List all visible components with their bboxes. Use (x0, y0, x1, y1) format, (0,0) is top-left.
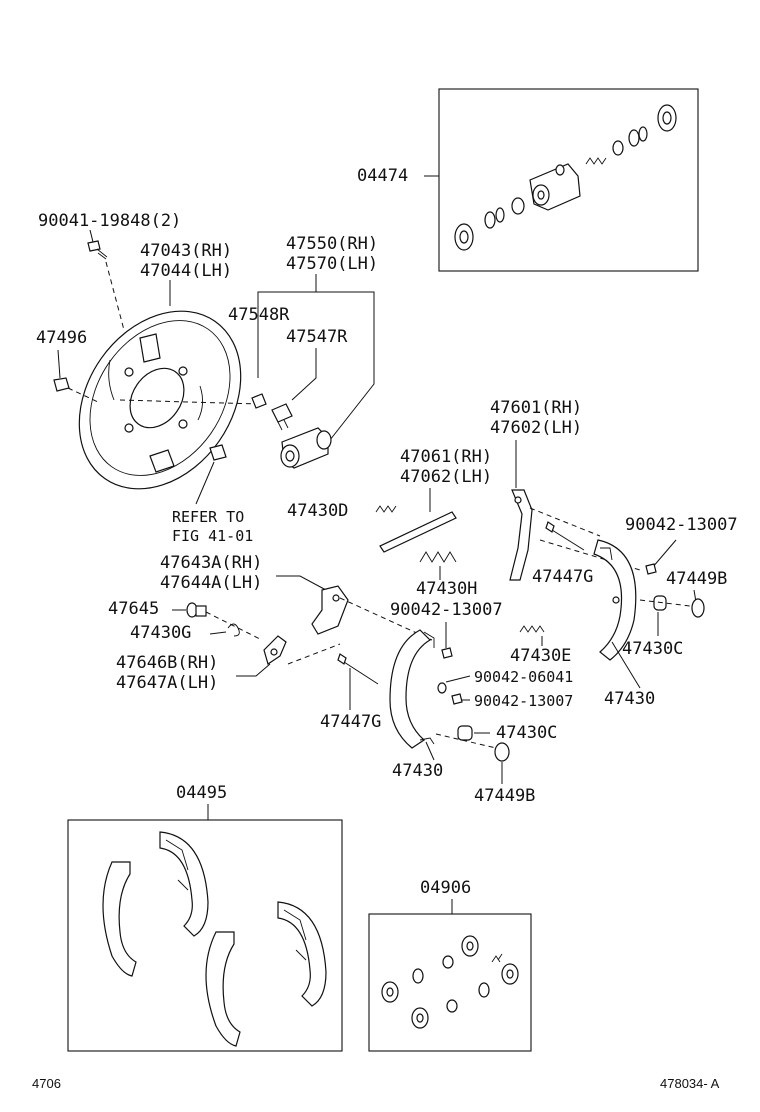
label-refer-1: REFER TO (172, 508, 244, 526)
clip-mid-icon (441, 647, 453, 659)
adjuster-lever-icon (311, 585, 349, 635)
nut-icon (209, 444, 227, 461)
label-spring-e: 47430E (510, 646, 571, 666)
cup-left-icon (494, 742, 510, 762)
label-washer: 90042-06041 (474, 668, 573, 686)
repair-kit-box (368, 913, 532, 1052)
label-cylinder-rh: 47550(RH) (286, 234, 378, 254)
label-plate-lh: 47044(LH) (140, 261, 232, 281)
label-strut-rh: 47061(RH) (400, 447, 492, 467)
plug-47548r-icon (251, 393, 267, 409)
label-bleeder: 47547R (286, 327, 348, 347)
strut-icon (379, 511, 457, 553)
cup-right-icon (691, 598, 705, 618)
label-clip-low: 90042-13007 (474, 692, 573, 710)
shoe-right-icon (593, 539, 637, 661)
label-clip-mid: 90042-13007 (390, 600, 503, 620)
label-pin-right: 47447G (532, 567, 593, 587)
label-spring-g: 47430G (130, 623, 191, 643)
spring-g-icon (227, 623, 240, 637)
parking-lever-icon (509, 489, 533, 581)
label-plate-rh: 47043(RH) (140, 241, 232, 261)
footer-page-code: 4706 (32, 1076, 61, 1091)
label-cylinder-lh: 47570(LH) (286, 254, 378, 274)
shoe-left-icon (389, 629, 435, 749)
pin-right-icon (545, 521, 585, 551)
kit-cylinder-parts (454, 104, 677, 251)
cable-pin-icon (263, 635, 287, 665)
label-spring-c-right: 47430C (622, 639, 683, 659)
spring-h-icon (419, 551, 457, 563)
label-clip-right: 90042-13007 (625, 515, 738, 535)
clip-low-icon (451, 693, 463, 705)
pin-left-icon (337, 653, 379, 685)
label-spring-d: 47430D (287, 501, 348, 521)
label-cable-pin-lh: 47647A(LH) (116, 673, 218, 693)
spring-c-right-icon (653, 595, 667, 611)
label-screw: 47645 (108, 599, 159, 619)
shoe-kit-box (67, 819, 343, 1052)
footer-figure-code: 478034- A (660, 1076, 720, 1091)
label-refer-2: FIG 41-01 (172, 527, 253, 545)
label-pin-left: 47447G (320, 712, 381, 732)
label-shoe-right: 47430 (604, 689, 655, 709)
label-cup-left: 47449B (474, 786, 535, 806)
spring-e-icon (519, 625, 545, 633)
label-shoe-left: 47430 (392, 761, 443, 781)
label-adjuster-rh: 47643A(RH) (160, 553, 262, 573)
label-spring-c-left: 47430C (496, 723, 557, 743)
backing-plate (78, 310, 242, 490)
label-bolt: 90041-19848(2) (38, 211, 181, 231)
label-strut-lh: 47062(LH) (400, 467, 492, 487)
clip-right-icon (645, 563, 657, 575)
washer-icon (437, 682, 447, 694)
screw-icon (186, 602, 207, 618)
bleeder-icon (271, 403, 293, 431)
label-adjuster-lh: 47644A(LH) (160, 573, 262, 593)
label-plug-47496: 47496 (36, 328, 87, 348)
label-plug-47548r: 47548R (228, 305, 290, 325)
label-cup-right: 47449B (666, 569, 727, 589)
wheel-cylinder-icon (280, 427, 332, 469)
label-kit-shoes: 04495 (176, 783, 227, 803)
label-kit-repair: 04906 (420, 878, 471, 898)
label-lever-rh: 47601(RH) (490, 398, 582, 418)
spring-d-icon (375, 505, 397, 513)
plug-icon (53, 377, 70, 392)
label-kit-wheel-cylinder: 04474 (357, 166, 408, 186)
bolt-icon (87, 229, 108, 260)
wheel-cylinder-kit-box (424, 88, 699, 272)
label-spring-h: 47430H (416, 579, 477, 599)
spring-c-left-icon (457, 725, 473, 741)
label-lever-lh: 47602(LH) (490, 418, 582, 438)
label-cable-pin-rh: 47646B(RH) (116, 653, 218, 673)
